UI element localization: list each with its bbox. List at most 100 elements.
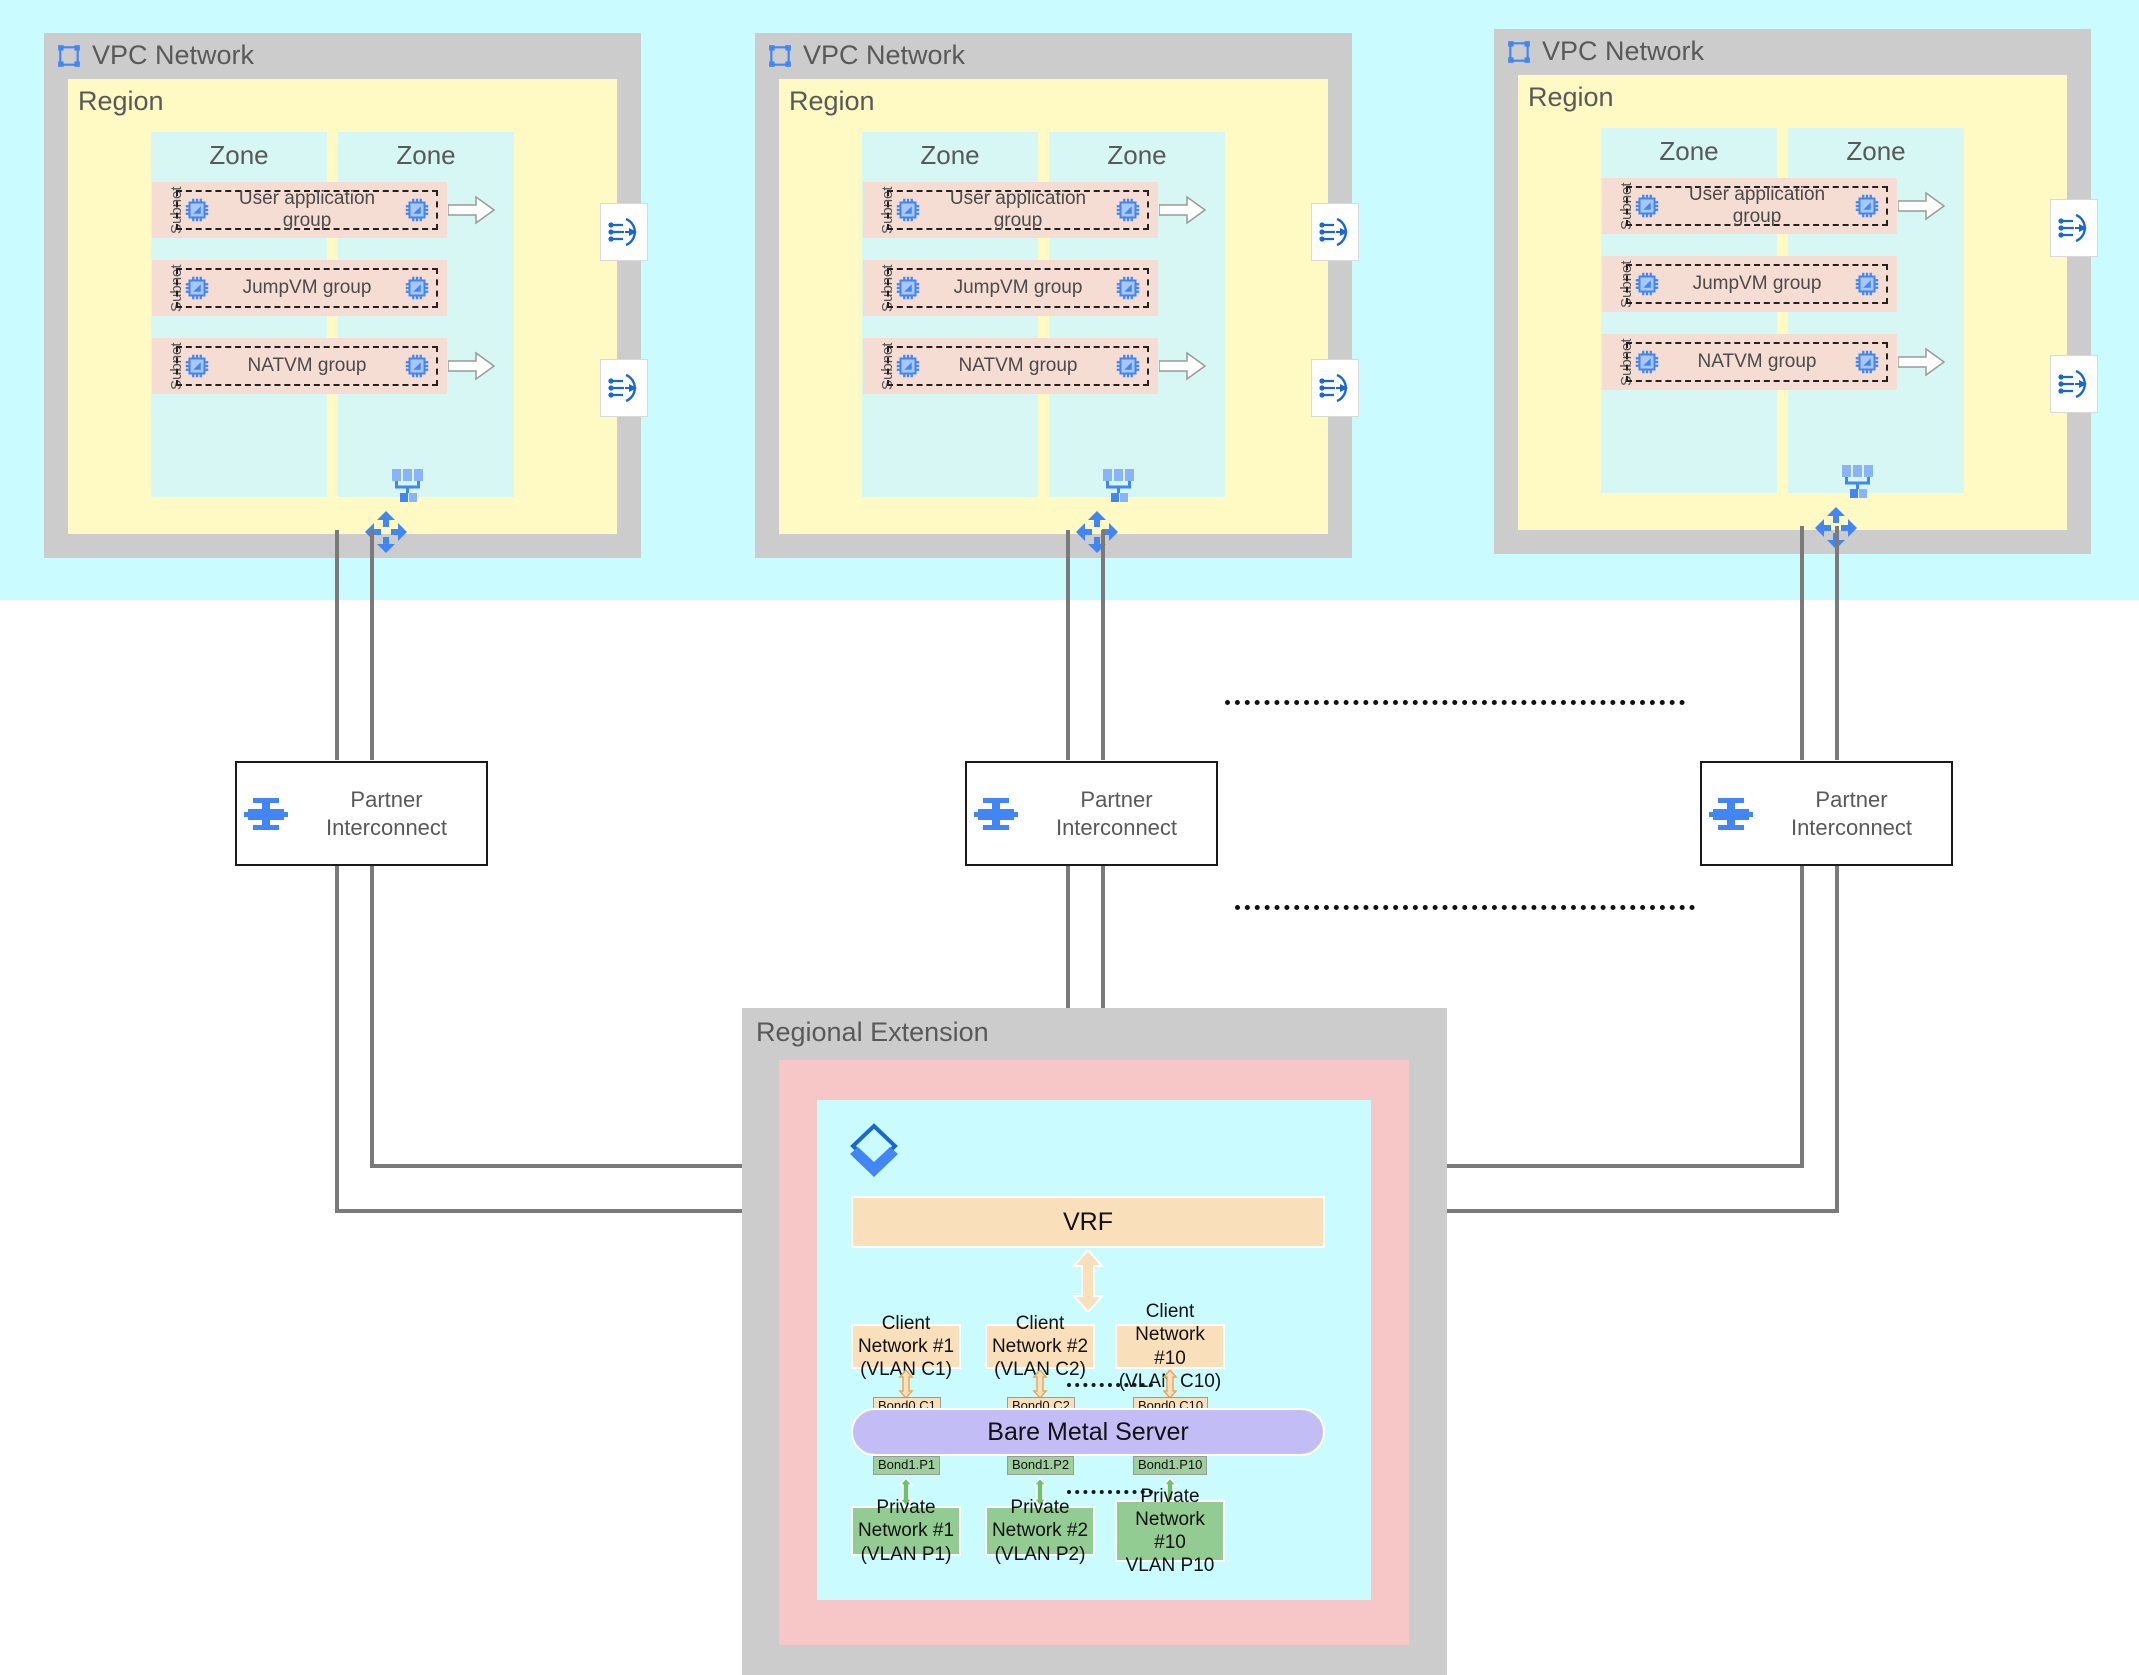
vm-group-natvm[interactable]: NATVM group	[176, 346, 438, 386]
zone-label: Zone	[1659, 136, 1719, 166]
vm-group-jumpvm[interactable]: JumpVM group	[1626, 264, 1888, 304]
vrf-box[interactable]: VRF	[851, 1196, 1325, 1248]
load-balancer-2b[interactable]	[1311, 359, 1359, 417]
load-balancer-icon	[608, 373, 637, 403]
wire-pic1-left-right	[335, 1209, 855, 1213]
private-network-line2: (VLAN P1)	[860, 1543, 952, 1565]
vm-group-natvm[interactable]: NATVM group	[1626, 342, 1888, 382]
private-network-1[interactable]: Private Network #1 (VLAN P1)	[851, 1497, 961, 1565]
private-link-arrow-icon	[1162, 1478, 1178, 1506]
traffic-arrow-icon	[1159, 195, 1207, 225]
vpc-network-1[interactable]: VPC Network Region Zone Zone Subnet User	[44, 33, 641, 558]
cpu-chip-icon	[1855, 350, 1879, 374]
load-balancer-1a[interactable]	[600, 203, 648, 261]
client-network-continuation-dots	[1067, 1383, 1153, 1387]
zone-label: Zone	[209, 140, 269, 170]
load-balancer-1b[interactable]	[600, 359, 648, 417]
cpu-chip-icon	[405, 354, 429, 378]
continuation-dots-top	[1225, 700, 1685, 705]
subnet-row-jumpvm[interactable]: Subnet JumpVM group	[863, 260, 1158, 316]
vrf-label: VRF	[1063, 1207, 1113, 1236]
cpu-chip-icon	[185, 276, 209, 300]
pic-label-line1: Partner	[350, 787, 423, 812]
regional-extension[interactable]: Regional Extension VRF Client Networ	[742, 1008, 1447, 1675]
vpc-network-icon	[769, 45, 791, 67]
region-title: Region	[78, 86, 164, 116]
cpu-chip-icon	[1635, 350, 1659, 374]
vm-group-user-application[interactable]: User application group	[1626, 184, 1888, 227]
region-title: Region	[789, 86, 875, 116]
traffic-arrow-icon	[1898, 191, 1946, 221]
vpc-network-icon	[1508, 41, 1530, 63]
region-title: Region	[1528, 82, 1614, 112]
vpc-network-3[interactable]: VPC Network Region Zone Zone Subnet User…	[1494, 29, 2091, 554]
load-balancer-3b[interactable]	[2050, 355, 2098, 413]
subnet-row-jumpvm[interactable]: Subnet JumpVM group	[1602, 256, 1897, 312]
private-network-line3: VLAN P10	[1125, 1555, 1215, 1577]
private-network-2[interactable]: Private Network #2 (VLAN P2)	[985, 1497, 1095, 1565]
private-network-10[interactable]: Private Network #10 VLAN P10	[1115, 1486, 1225, 1576]
vm-group-natvm[interactable]: NATVM group	[887, 346, 1149, 386]
vm-group-jumpvm[interactable]: JumpVM group	[176, 268, 438, 308]
network-topology-icon	[1842, 465, 1873, 498]
traffic-arrow-icon	[1898, 347, 1946, 377]
private-network-line1: Private Network #2	[991, 1497, 1089, 1542]
region-2: Region Zone Zone Subnet User application…	[779, 79, 1328, 534]
cpu-chip-icon	[405, 198, 429, 222]
partner-interconnect-2[interactable]: Partner Interconnect	[965, 761, 1218, 866]
cpu-chip-icon	[405, 276, 429, 300]
vpc-network-icon	[58, 45, 80, 67]
subnet-row-user-app[interactable]: Subnet User application group	[1602, 178, 1897, 234]
cpu-chip-icon	[1635, 194, 1659, 218]
cloud-router-icon	[1076, 511, 1118, 553]
bond1-p10-label: Bond1.P10	[1133, 1456, 1208, 1475]
partner-interconnect-icon	[1709, 797, 1753, 830]
wire-pic3-left-left	[1318, 1164, 1804, 1168]
partner-interconnect-1[interactable]: Partner Interconnect	[235, 761, 488, 866]
client-network-2[interactable]: Client Network #2 (VLAN C2)	[985, 1313, 1095, 1380]
private-link-arrow-icon	[898, 1478, 914, 1506]
wire-vpc2-left	[1066, 530, 1070, 760]
partner-interconnect-label: Partner Interconnect	[295, 786, 486, 841]
cpu-chip-icon	[1855, 272, 1879, 296]
traffic-arrow-icon	[448, 351, 496, 381]
private-network-line2: (VLAN P2)	[994, 1543, 1086, 1565]
bare-metal-server[interactable]: Bare Metal Server	[851, 1408, 1325, 1456]
pic-label-line2: Interconnect	[1055, 814, 1178, 840]
wire-pic3-right-down	[1835, 865, 1839, 1213]
vm-group-jumpvm[interactable]: JumpVM group	[887, 268, 1149, 308]
bond1-p1-label: Bond1.P1	[873, 1456, 941, 1475]
private-network-label: Private Network #1 (VLAN P1)	[853, 1496, 959, 1566]
regional-extension-inner-cyan: VRF Client Network #1 (VLAN C1) Client N…	[817, 1100, 1371, 1600]
vm-group-user-application[interactable]: User application group	[176, 188, 438, 231]
vpc-network-2[interactable]: VPC Network Region Zone Zone Subnet User…	[755, 33, 1352, 558]
subnet-row-natvm[interactable]: Subnet NATVM group	[1602, 334, 1897, 390]
partner-interconnect-icon-wrap	[1702, 794, 1760, 834]
private-network-label: Private Network #10 VLAN P10	[1117, 1485, 1223, 1578]
subnet-row-user-app[interactable]: Subnet User application group	[152, 182, 447, 238]
cpu-chip-icon	[896, 276, 920, 300]
client-network-10[interactable]: Client Network #10 (VLAN C10)	[1115, 1301, 1225, 1392]
cpu-chip-icon	[1855, 194, 1879, 218]
load-balancer-2a[interactable]	[1311, 203, 1359, 261]
partner-interconnect-icon-wrap	[967, 794, 1025, 834]
vm-group-user-application[interactable]: User application group	[887, 188, 1149, 231]
client-link-arrow-icon	[898, 1370, 914, 1398]
pic-label-line1: Partner	[1815, 787, 1888, 812]
subnet-row-jumpvm[interactable]: Subnet JumpVM group	[152, 260, 447, 316]
load-balancer-icon	[608, 217, 637, 247]
subnet-row-user-app[interactable]: Subnet User application group	[863, 182, 1158, 238]
bond1-p2-label: Bond1.P2	[1007, 1456, 1075, 1475]
partner-interconnect-3[interactable]: Partner Interconnect	[1700, 761, 1953, 866]
zone-label: Zone	[396, 140, 456, 170]
subnet-row-natvm[interactable]: Subnet NATVM group	[152, 338, 447, 394]
vm-group-label: User application group	[238, 188, 376, 231]
subnet-row-natvm[interactable]: Subnet NATVM group	[863, 338, 1158, 394]
vm-group-label: JumpVM group	[1692, 273, 1822, 294]
client-network-1[interactable]: Client Network #1 (VLAN C1)	[851, 1313, 961, 1380]
load-balancer-3a[interactable]	[2050, 199, 2098, 257]
network-topology-icon	[392, 469, 423, 502]
client-network-line1: Client Network #1	[857, 1312, 955, 1357]
wire-vpc1-left	[335, 530, 339, 760]
pic-label-line2: Interconnect	[1790, 814, 1913, 840]
